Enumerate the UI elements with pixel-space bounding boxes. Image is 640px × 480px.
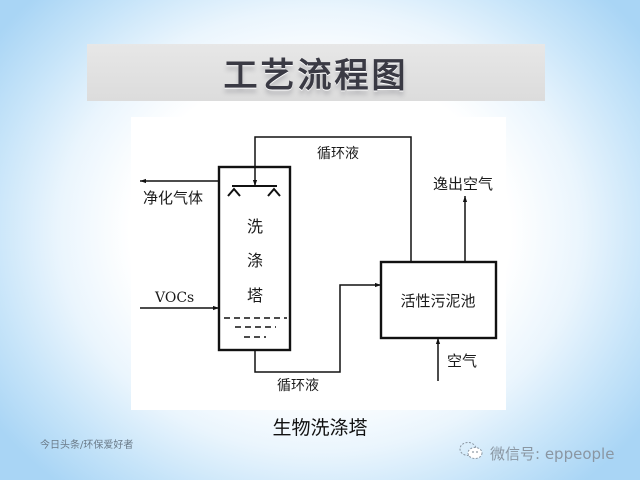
title-banner: 工艺流程图 bbox=[87, 44, 545, 101]
slide-title: 工艺流程图 bbox=[223, 56, 409, 96]
tower-label-char-1: 洗 bbox=[247, 217, 263, 236]
recycle-line-top bbox=[252, 136, 412, 262]
watermark-wechat: 微信号: eppeople bbox=[458, 441, 614, 465]
tower-label-char-2: 涤 bbox=[247, 251, 263, 270]
sludge-tank-label: 活性污泥池 bbox=[400, 292, 475, 310]
spray-nozzle-icon bbox=[227, 185, 281, 197]
wechat-icon bbox=[458, 441, 484, 465]
watermark-source: 今日头条/环保爱好者 bbox=[40, 440, 134, 451]
diagram-panel bbox=[131, 117, 506, 410]
tower-label-char-3: 塔 bbox=[247, 286, 263, 305]
vocs-label: VOCs bbox=[154, 290, 194, 306]
clean-gas-label: 净化气体 bbox=[143, 189, 203, 207]
recycle-label-top: 循环液 bbox=[317, 146, 359, 162]
recycle-label-bottom: 循环液 bbox=[277, 378, 319, 394]
recycle-line-bottom bbox=[254, 282, 381, 373]
diagram-caption: 生物洗涤塔 bbox=[272, 417, 368, 439]
wechat-id: 微信号: eppeople bbox=[490, 444, 615, 463]
exhaust-air-label: 逸出空气 bbox=[433, 175, 493, 193]
liquid-level-icon bbox=[224, 317, 287, 338]
air-inlet-label: 空气 bbox=[447, 352, 477, 370]
